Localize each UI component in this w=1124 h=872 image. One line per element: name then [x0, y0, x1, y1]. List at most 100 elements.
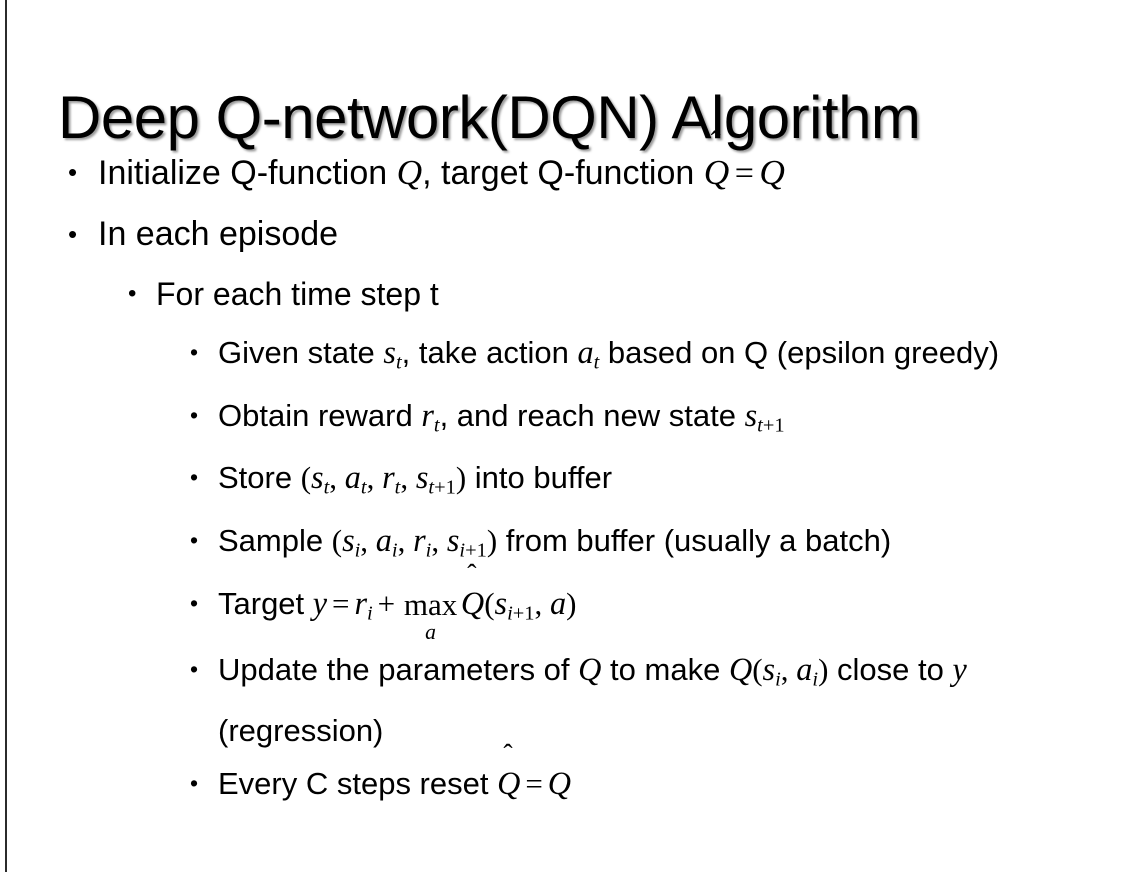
list-item: • Update the parameters of Q to make Q(si…	[0, 643, 1124, 758]
hat-accent-icon: ˆ	[467, 557, 477, 589]
list-item-label: Obtain reward rt, and reach new state st…	[218, 389, 1102, 452]
math-punctuation: ,	[431, 523, 447, 559]
math-symbol-subscripted: si	[342, 522, 360, 562]
bullet-text-run: Every C steps reset	[218, 766, 498, 802]
math-base: Q	[460, 584, 485, 621]
page-title: Deep Q-network(DQN) Algorithm	[58, 84, 921, 152]
list-item-label: Store (st, at, rt, st+1) into buffer	[218, 451, 1102, 514]
math-punctuation: ,	[780, 651, 797, 687]
math-subscript: t	[433, 414, 440, 437]
math-symbol-subscripted: st+1	[744, 396, 785, 437]
math-subscript: t+1	[757, 414, 785, 437]
math-symbol-subscripted: st	[311, 459, 329, 499]
list-item: •Given state st, take action at based on…	[0, 326, 1124, 389]
math-base: Q	[497, 765, 521, 802]
bullet-point-icon: •	[68, 219, 78, 249]
list-item-label: Update the parameters of Q to make Q(si,…	[218, 643, 1102, 758]
math-punctuation: ,	[400, 460, 416, 496]
bullet-point-icon: •	[190, 589, 199, 616]
list-item-label: Sample (si, ai, ri, si+1) from buffer (u…	[218, 514, 1102, 577]
math-base: s	[494, 584, 508, 621]
math-punctuation: )	[566, 585, 577, 621]
math-operator: +	[377, 585, 396, 621]
bullet-text-run: Store	[218, 460, 301, 496]
list-item: •Initialize Q-function Q, target Q-funct…	[0, 127, 1124, 200]
math-symbol-subscripted: at	[344, 459, 367, 499]
bullet-text-run: , take action	[401, 335, 578, 370]
bullet-text-run: into buffer	[466, 460, 613, 496]
list-item-label: In each episode	[98, 208, 1124, 260]
math-punctuation: (	[484, 585, 495, 621]
math-subscript: i	[775, 668, 781, 691]
math-subscript: i	[391, 539, 398, 562]
math-base: r	[354, 584, 368, 621]
bullet-list: •Initialize Q-function Q, target Q-funct…	[0, 127, 1124, 810]
math-symbol-subscripted: si+1	[446, 522, 487, 562]
bullet-point-icon: •	[68, 157, 78, 187]
bullet-text-run: Given state	[218, 335, 384, 370]
math-symbol: y	[952, 650, 967, 687]
math-base: r	[382, 459, 395, 496]
math-subscript: i	[425, 539, 432, 562]
math-symbol-subscripted: si+1	[494, 584, 535, 625]
math-symbol: y	[312, 584, 328, 621]
max-operator-name: max	[403, 587, 458, 623]
bullet-point-icon: •	[190, 401, 199, 428]
math-punctuation: (	[300, 460, 312, 496]
math-subscript: t	[395, 351, 402, 374]
math-punctuation: ,	[329, 460, 345, 496]
bullet-text-run: In each episode	[98, 215, 339, 253]
math-subscript: i	[354, 539, 361, 562]
math-base: r	[421, 396, 434, 433]
math-punctuation: )	[818, 651, 829, 687]
math-base: s	[383, 334, 396, 370]
math-base: r	[413, 522, 426, 559]
math-subscript: t	[360, 477, 367, 500]
math-base: a	[375, 522, 392, 559]
math-base: a	[577, 334, 594, 370]
math-subscript: t	[593, 351, 600, 374]
bullet-text-run: (regression)	[218, 713, 384, 749]
math-symbol-subscripted: st	[383, 334, 401, 374]
math-base: s	[342, 522, 355, 559]
math-punctuation: ,	[397, 523, 414, 559]
math-symbol: Q	[759, 152, 785, 192]
bullet-text-run: to make	[601, 651, 729, 687]
math-punctuation: (	[331, 523, 343, 559]
math-symbol: Q	[396, 152, 423, 192]
list-item: •Sample (si, ai, ri, si+1) from buffer (…	[0, 514, 1124, 577]
math-punctuation: )	[455, 460, 467, 496]
math-punctuation: )	[486, 523, 498, 559]
math-base: a	[344, 459, 361, 496]
math-operator: =	[332, 585, 350, 621]
math-punctuation: ,	[360, 523, 376, 559]
math-operator: =	[525, 766, 543, 802]
math-symbol: Q	[547, 765, 572, 802]
math-base: s	[415, 459, 429, 496]
math-symbol-subscripted: at	[577, 334, 599, 374]
math-subscript: i+1	[507, 602, 535, 625]
math-symbol: Q	[578, 650, 602, 687]
bullet-text-run: For each time step t	[156, 276, 439, 312]
math-base: s	[446, 522, 460, 559]
math-symbol: a	[550, 584, 567, 621]
bullet-text-run: Obtain reward	[218, 397, 422, 433]
bullet-text-run: , and reach new state	[439, 397, 745, 433]
left-edge-rule	[5, 0, 7, 872]
bullet-text-run: from buffer (usually a batch)	[497, 523, 892, 559]
math-base: s	[744, 396, 758, 433]
math-subscript: t+1	[428, 477, 456, 500]
bullet-point-icon: •	[190, 655, 199, 682]
math-symbol-subscripted: si	[763, 651, 781, 691]
math-symbol-subscripted: ri	[354, 584, 372, 625]
bullet-text-run: based on Q (epsilon greedy)	[599, 335, 1000, 370]
math-symbol-subscripted: rt	[421, 396, 440, 437]
bullet-point-icon: •	[190, 770, 199, 797]
math-subscript: i	[812, 668, 819, 691]
math-base: Q	[703, 152, 730, 192]
